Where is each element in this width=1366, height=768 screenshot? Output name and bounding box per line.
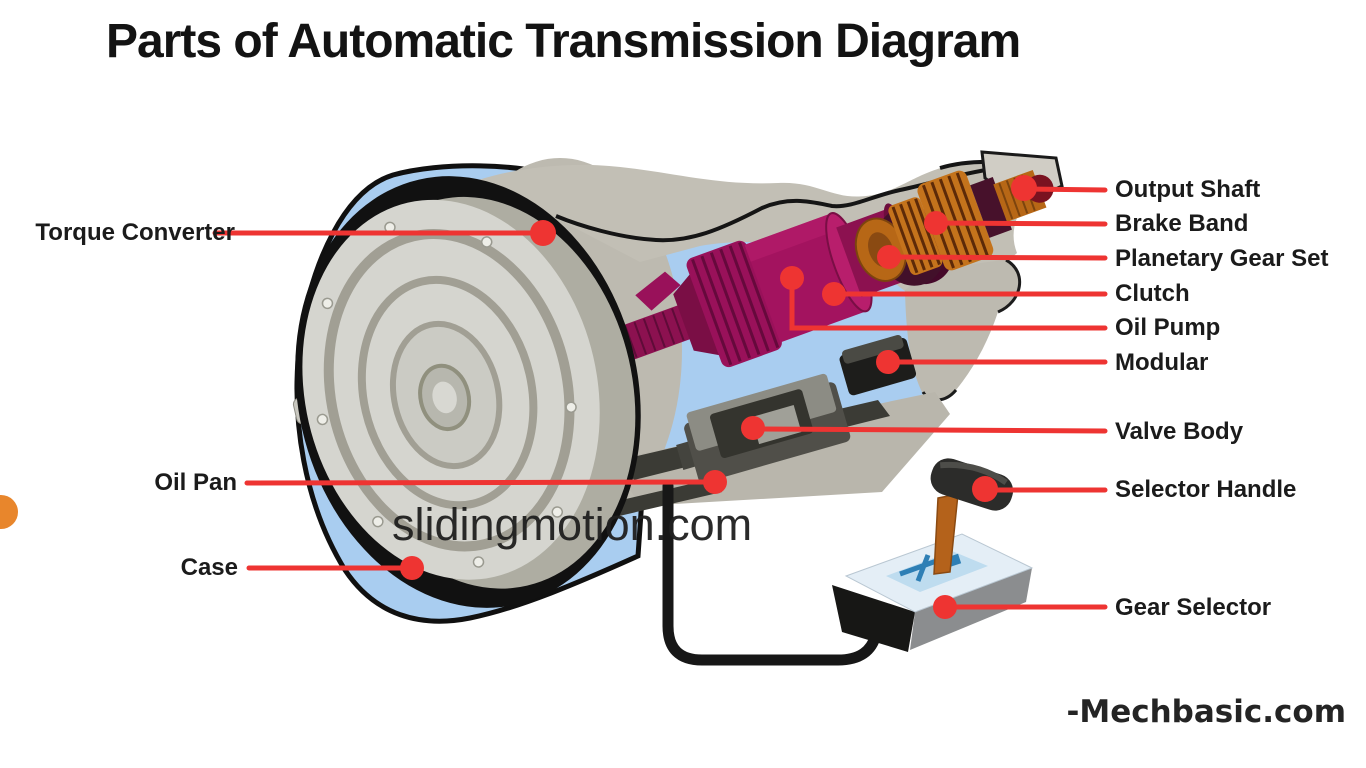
edge-orange-dot xyxy=(0,495,18,529)
label-brake-band: Brake Band xyxy=(1115,210,1249,237)
label-oil-pan: Oil Pan xyxy=(154,469,237,496)
leader-lines xyxy=(212,186,1108,610)
label-modular: Modular xyxy=(1115,349,1209,376)
label-gear-selector: Gear Selector xyxy=(1115,594,1272,621)
label-clutch: Clutch xyxy=(1115,280,1190,307)
leader-dots xyxy=(400,175,1037,619)
label-oil-pump: Oil Pump xyxy=(1115,314,1221,341)
brand-credit: -Mechbasic.com xyxy=(1066,694,1347,730)
watermark-text: slidingmotion.com xyxy=(392,499,753,550)
label-selector-handle: Selector Handle xyxy=(1115,476,1297,503)
label-torque-converter: Torque Converter xyxy=(35,219,235,246)
label-valve-body: Valve Body xyxy=(1115,418,1244,445)
label-case: Case xyxy=(180,554,238,581)
gear-selector-shape xyxy=(832,458,1034,652)
label-planetary-gear-set: Planetary Gear Set xyxy=(1115,245,1329,272)
shift-cable xyxy=(662,480,892,666)
page-title: Parts of Automatic Transmission Diagram xyxy=(106,15,1021,68)
label-output-shaft: Output Shaft xyxy=(1115,176,1261,203)
